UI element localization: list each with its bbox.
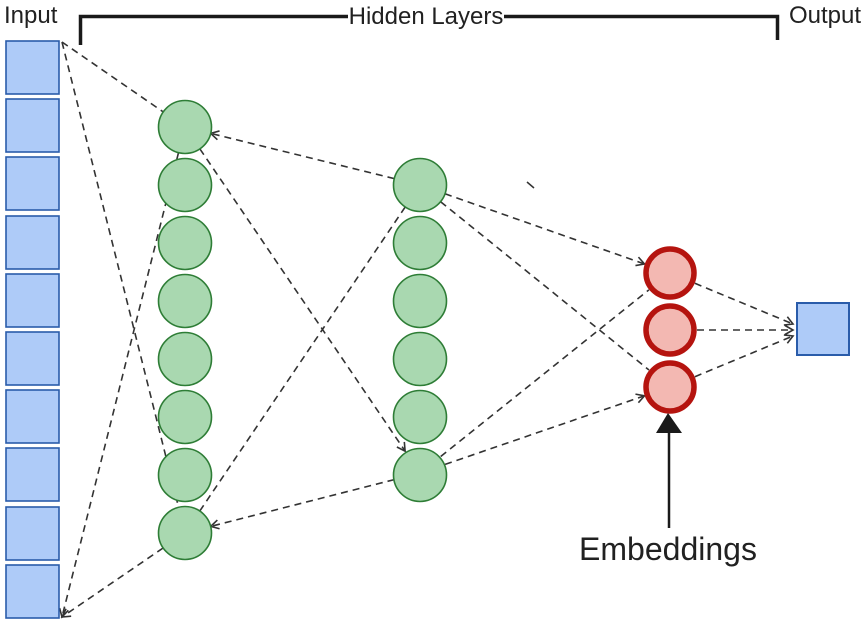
connection-edge bbox=[209, 478, 395, 530]
input-node-square bbox=[5, 156, 60, 211]
connection-edge bbox=[199, 206, 406, 512]
connection-edge bbox=[61, 41, 180, 508]
input-label: Input bbox=[4, 2, 58, 29]
connection-edge bbox=[209, 130, 395, 180]
connection-edge bbox=[199, 148, 407, 453]
connection-edge bbox=[60, 547, 164, 618]
hidden-layers-label: Hidden Layers bbox=[349, 3, 504, 30]
input-node-square bbox=[5, 564, 60, 619]
connection-edge bbox=[444, 393, 647, 466]
embedding-node bbox=[643, 360, 697, 414]
embedding-node bbox=[643, 246, 697, 300]
connection-edge bbox=[444, 193, 647, 267]
embedding-node bbox=[643, 303, 697, 357]
hidden-layer1-node bbox=[157, 273, 213, 329]
output-label: Output bbox=[789, 2, 861, 29]
hidden-layer1-node bbox=[157, 447, 213, 503]
input-node-square bbox=[5, 506, 60, 561]
hidden-layer1-node bbox=[157, 505, 213, 561]
embeddings-label: Embeddings bbox=[579, 531, 757, 567]
hidden-layer1-node bbox=[157, 99, 213, 155]
hidden-layer1-node bbox=[157, 157, 213, 213]
hidden-layer2-node bbox=[392, 215, 448, 271]
input-node-square bbox=[5, 273, 60, 328]
hidden-layer2-node bbox=[392, 157, 448, 213]
stray-mark bbox=[526, 181, 535, 189]
input-node-square bbox=[5, 215, 60, 270]
connection-edge bbox=[440, 201, 650, 371]
input-node-square bbox=[5, 331, 60, 386]
output-node-square bbox=[796, 302, 850, 356]
input-node-square bbox=[5, 447, 60, 502]
hidden-layer2-node bbox=[392, 389, 448, 445]
hidden-layer1-node bbox=[157, 389, 213, 445]
connection-edge bbox=[58, 152, 180, 619]
hidden-layer1-node bbox=[157, 331, 213, 387]
input-node-square bbox=[5, 98, 60, 153]
embeddings-arrowhead-icon bbox=[656, 413, 682, 433]
hidden-layer2-node bbox=[392, 273, 448, 329]
connection-edge bbox=[61, 41, 164, 113]
hidden-layers-bracket bbox=[78, 14, 780, 45]
connection-edge bbox=[694, 282, 795, 326]
hidden-layer1-node bbox=[157, 215, 213, 271]
connection-edge bbox=[440, 289, 650, 458]
connection-edge bbox=[694, 334, 795, 378]
hidden-layer2-node bbox=[392, 331, 448, 387]
input-node-square bbox=[5, 389, 60, 444]
hidden-layer2-node bbox=[392, 447, 448, 503]
input-node-square bbox=[5, 40, 60, 95]
